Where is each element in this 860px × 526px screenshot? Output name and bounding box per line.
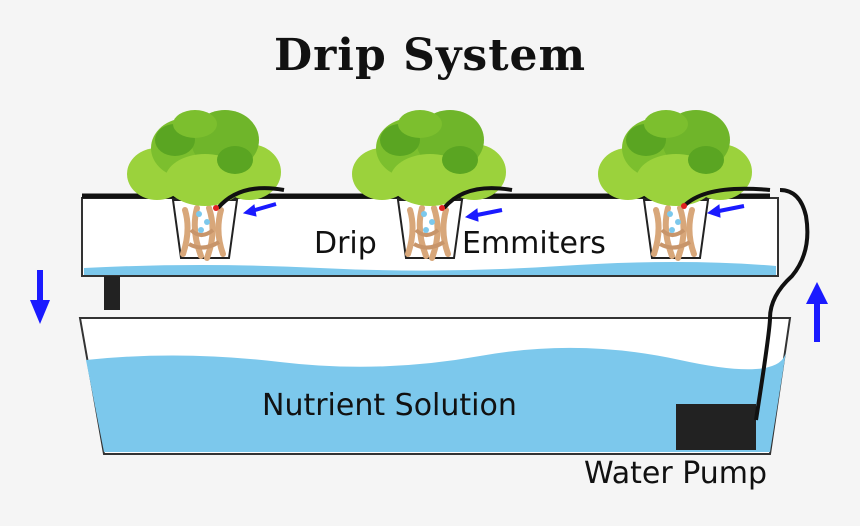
emitter-arrowhead-1 <box>242 204 257 217</box>
emitter-tube-1 <box>216 186 285 210</box>
emitter-tube-2 <box>442 186 513 210</box>
emitter-tube-3 <box>682 186 771 208</box>
nutrient-solution-water <box>86 347 786 452</box>
water-pump <box>676 404 756 450</box>
emitter-arrowhead-2 <box>464 208 479 222</box>
drip-label: Drip <box>314 226 377 261</box>
nutrient-solution-label: Nutrient Solution <box>262 388 517 423</box>
down-flow-arrow <box>37 270 43 304</box>
channel-water <box>84 262 776 275</box>
emitter-2 <box>439 205 445 211</box>
emitter-3 <box>681 203 687 209</box>
supply-tube <box>754 188 810 421</box>
drain-pipe <box>104 276 120 310</box>
diagram-title: Drip System <box>273 30 587 81</box>
water-pump-label: Water Pump <box>584 456 768 491</box>
emitter-arrowhead-3 <box>706 204 721 218</box>
emitters-label: Emmiters <box>462 226 606 261</box>
up-flow-arrow <box>814 300 820 342</box>
emitter-1 <box>213 205 219 211</box>
